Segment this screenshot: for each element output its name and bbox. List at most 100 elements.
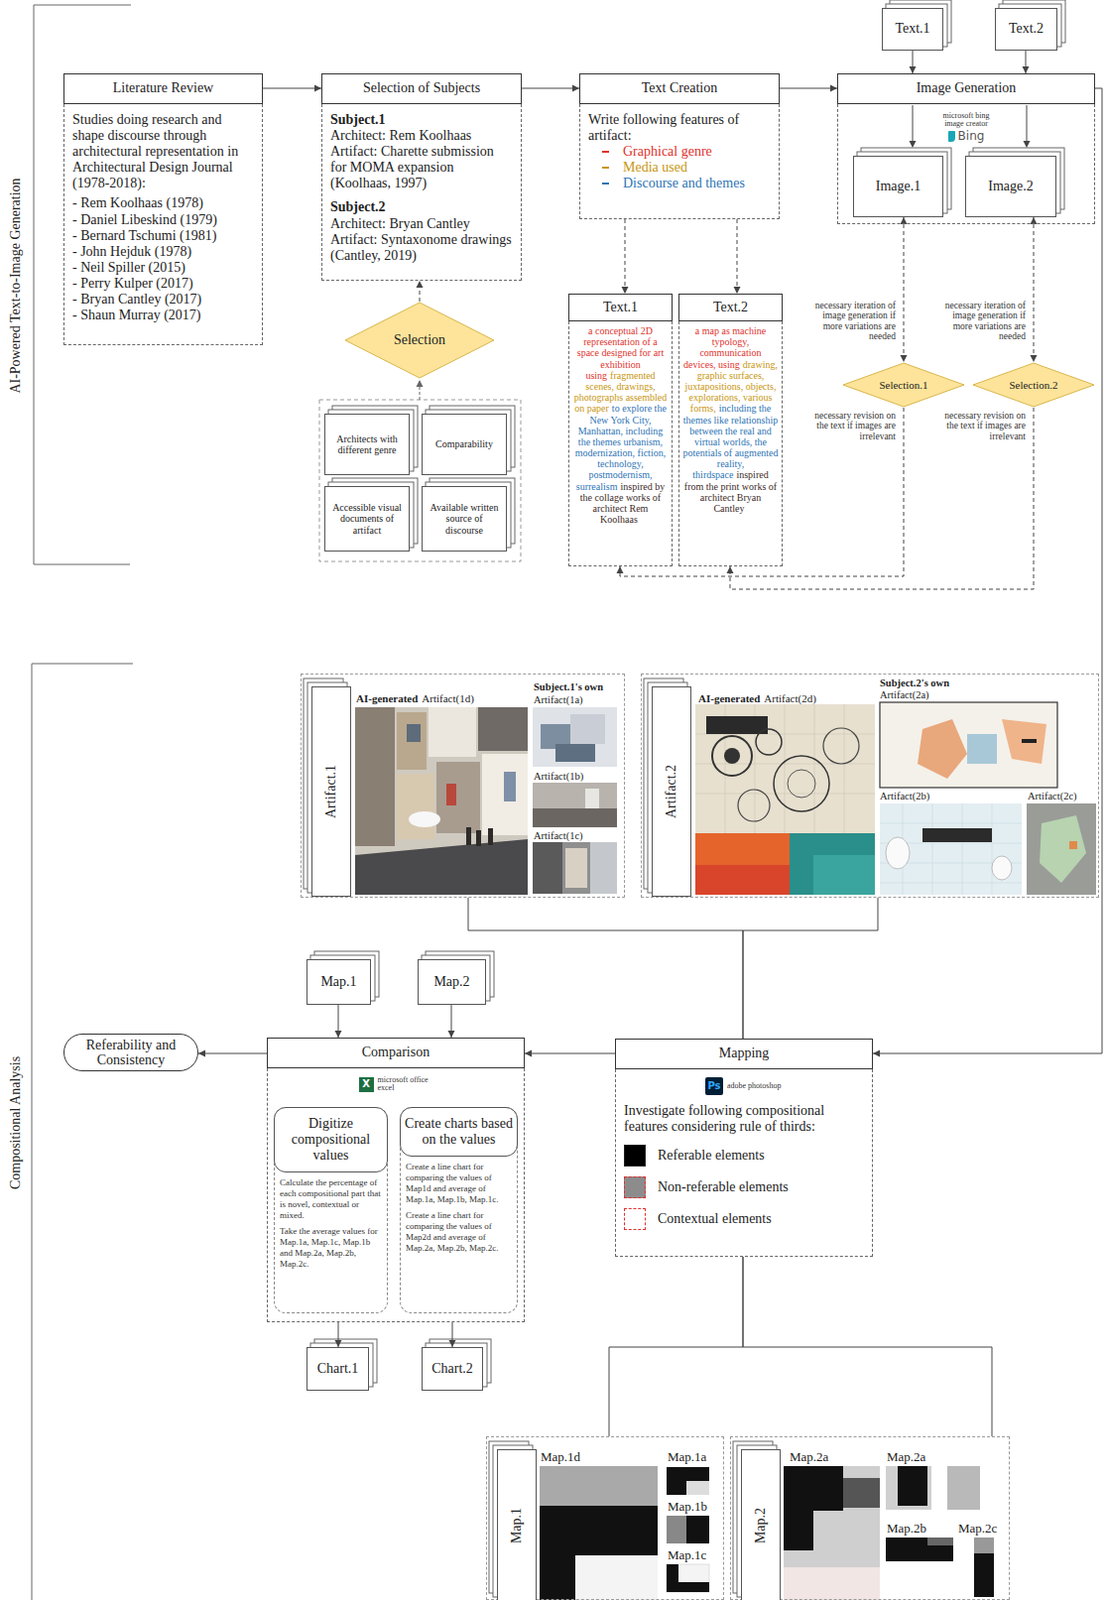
caption-text: Artifact(2d) xyxy=(763,692,817,705)
diamond-outline xyxy=(843,363,965,407)
arrowhead xyxy=(616,566,624,574)
step-title: Create charts based on the values xyxy=(404,1115,513,1147)
arrowhead xyxy=(524,1050,532,1058)
process-box: Text CreationWrite following features of… xyxy=(579,73,780,220)
image-part xyxy=(922,828,992,843)
panel-caption: Artifact(1b) xyxy=(533,770,584,783)
step-title: Digitize compositional values xyxy=(291,1115,370,1163)
body-text: including the themes like relationship b… xyxy=(682,402,778,481)
image-part xyxy=(885,1537,954,1562)
decision-diamond: Selection.2 xyxy=(972,362,1096,408)
caption-text: Map.1c xyxy=(667,1547,707,1563)
image-part xyxy=(1039,815,1087,883)
image-part xyxy=(789,833,875,895)
connector xyxy=(416,280,424,302)
image-part xyxy=(783,1466,844,1511)
panel-caption: Artifact(2a) xyxy=(879,689,930,702)
output-pill: Referability and Consistency xyxy=(63,1033,199,1072)
connector xyxy=(449,1322,457,1348)
box-body: Studies doing research and shape discour… xyxy=(63,104,263,346)
caption-text: Subject.2's own xyxy=(879,677,950,689)
tool-name: microsoft office excel xyxy=(377,1076,434,1093)
panel-caption: Map.2a xyxy=(886,1450,926,1465)
header-text: Text.1 xyxy=(603,299,638,316)
image-part xyxy=(478,707,528,751)
box-header: Mapping xyxy=(614,1038,873,1070)
artifact-2b-image xyxy=(879,803,1022,895)
artifact-panel: Artifact.2AI-generatedArtifact(2d)Subjec… xyxy=(640,673,1100,898)
decision-diamond: Selection xyxy=(344,301,495,379)
connector-line xyxy=(730,407,1034,590)
arrowhead xyxy=(1022,66,1030,74)
arrowhead xyxy=(314,85,322,93)
image-part xyxy=(927,1537,954,1546)
image-part xyxy=(446,783,457,806)
process-box: ComparisonXmicrosoft office excelDigitiz… xyxy=(266,1037,525,1323)
step-box: Create charts based on the valuesCreate … xyxy=(399,1106,518,1314)
connector xyxy=(1022,50,1030,74)
body-text: Artifact: Charette submission for MOMA e… xyxy=(330,143,513,192)
legend-text: Non-referable elements xyxy=(657,1179,789,1196)
image-part xyxy=(686,1467,710,1481)
legend-swatch xyxy=(623,1144,646,1167)
body-text: - Rem Koolhaas (1978) xyxy=(72,195,254,212)
arrowhead xyxy=(872,1050,880,1058)
artifact-1d-image xyxy=(355,707,528,895)
panel-caption: Artifact(2c) xyxy=(1027,790,1078,803)
doc-text: Image.2 xyxy=(987,178,1033,195)
artifact-2d-image xyxy=(695,704,875,895)
panel-caption: Artifact(1c) xyxy=(533,830,584,843)
arrowhead xyxy=(909,66,917,74)
image-part xyxy=(695,704,875,895)
artifact-1a-image xyxy=(532,707,617,767)
arrowhead xyxy=(416,280,424,288)
panel-title: Map.1 xyxy=(508,1506,525,1543)
legend-row: Graphical genre xyxy=(588,143,771,160)
panel-caption: AI-generatedArtifact(1d) xyxy=(356,692,475,705)
connector-line xyxy=(609,1256,743,1437)
map-1b-image xyxy=(666,1515,710,1544)
panel-caption: Artifact(1a) xyxy=(533,694,584,707)
legend-text: Media used xyxy=(622,159,688,176)
doc-text: Chart.1 xyxy=(317,1360,360,1377)
diamond-outline xyxy=(973,363,1095,407)
diamond-text: Selection.1 xyxy=(878,378,928,391)
connector xyxy=(909,50,917,74)
criteria-group xyxy=(319,399,521,562)
legend-swatch xyxy=(623,1176,646,1199)
legend-row: Contextual elements xyxy=(623,1208,864,1230)
box-body: Write following features of artifact:Gra… xyxy=(579,104,780,220)
connector xyxy=(621,219,629,294)
panel-caption: Map.2a xyxy=(789,1450,829,1465)
image-part xyxy=(783,1567,880,1600)
caption-text: Artifact(2c) xyxy=(1027,790,1078,802)
image-part xyxy=(666,1564,710,1593)
logo-text: Bing xyxy=(958,129,985,144)
image-part xyxy=(897,1466,928,1506)
panel-tab: Artifact.2 xyxy=(651,686,692,897)
header-text: Comparison xyxy=(362,1044,430,1061)
panel-title: Artifact.1 xyxy=(323,764,340,819)
caption-text: Map.2c xyxy=(958,1520,997,1536)
logo-block: microsoft bing image creatorBing xyxy=(846,112,1087,144)
note-label: necessary revision on the text if images… xyxy=(938,410,1026,442)
body-paragraph: a conceptual 2D representation of a spac… xyxy=(572,325,669,525)
connector xyxy=(468,897,743,1039)
arrowhead xyxy=(621,286,629,294)
arrowhead xyxy=(734,286,741,294)
process-box: Text.1 a conceptual 2D representation of … xyxy=(568,293,673,567)
image-part xyxy=(879,803,1022,895)
image-part xyxy=(967,734,997,764)
diamond-outline xyxy=(345,302,494,378)
image-part xyxy=(428,707,477,757)
image-part xyxy=(783,1510,814,1551)
image-part xyxy=(678,1582,710,1593)
image-part xyxy=(974,1537,994,1554)
document-stack: Comparability xyxy=(421,413,507,476)
box-body: Psadobe photoshopInvestigate following c… xyxy=(614,1069,873,1257)
body-text: Subject.1 xyxy=(330,112,513,128)
process-box: Text.2a map as machine typology, communi… xyxy=(678,293,783,567)
image-part xyxy=(813,855,875,895)
app-icon: X xyxy=(359,1077,374,1093)
